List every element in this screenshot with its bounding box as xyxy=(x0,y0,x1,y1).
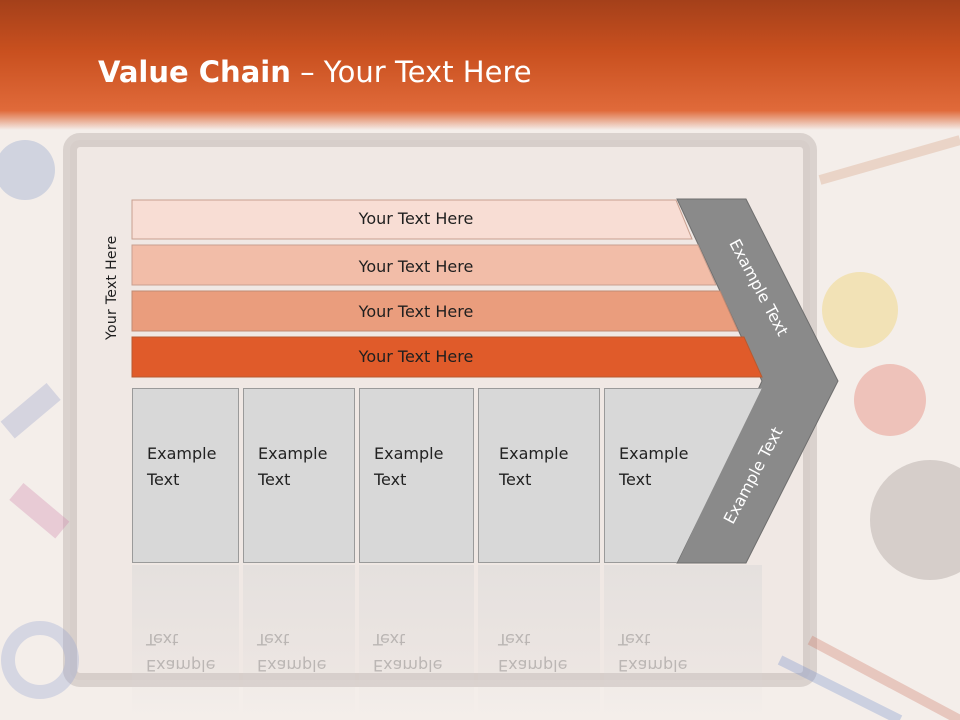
row-label-1: Your Text Here xyxy=(358,209,474,228)
row-label-2: Your Text Here xyxy=(358,257,474,276)
page-title: Value Chain – Your Text Here xyxy=(98,55,532,95)
chevron-shape xyxy=(676,198,839,564)
title-bold: Value Chain xyxy=(98,55,291,89)
row-label-3: Your Text Here xyxy=(358,302,474,321)
row-bar-4 xyxy=(131,336,763,378)
row-label-4: Your Text Here xyxy=(358,347,474,366)
row-bar-1 xyxy=(131,199,693,240)
row-bar-2 xyxy=(131,244,717,286)
row-bar-3 xyxy=(131,290,739,332)
header-band xyxy=(0,0,960,130)
title-rest: – Your Text Here xyxy=(290,55,532,89)
